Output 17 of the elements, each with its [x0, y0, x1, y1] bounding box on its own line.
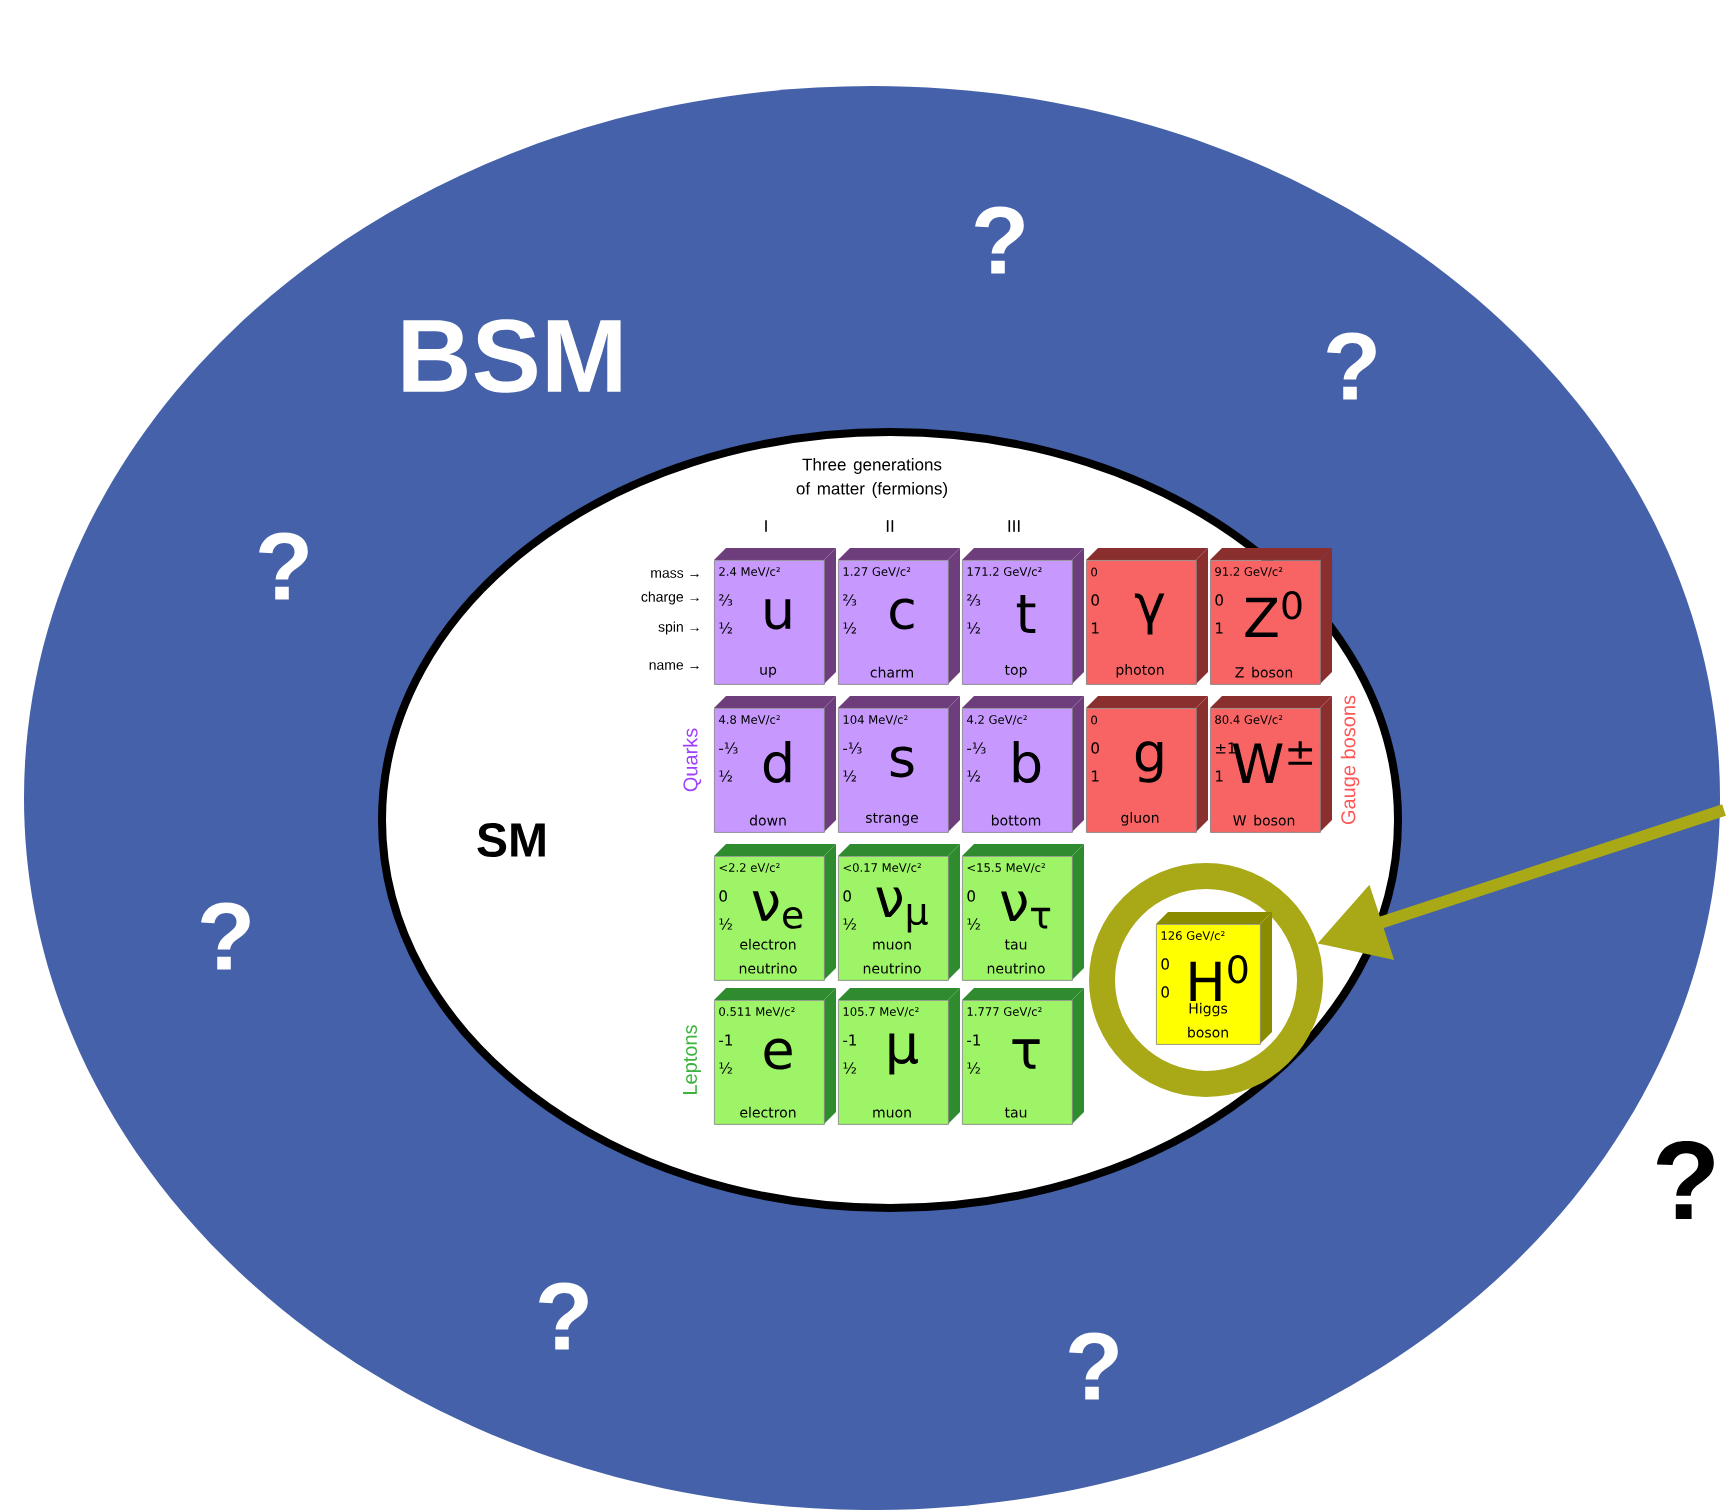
question-mark: ? — [975, 206, 1024, 274]
highlight-ring — [1089, 863, 1323, 1097]
group-label: Leptons — [683, 1025, 701, 1094]
heading: Three generations of matter (fermions) — [796, 458, 948, 498]
generation-label: II — [886, 520, 894, 532]
question-mark: ? — [1069, 1332, 1118, 1400]
ellipse-label: BSM — [403, 319, 621, 393]
question-mark: ? — [1327, 332, 1376, 400]
ellipse-label: SM — [477, 823, 545, 857]
group-label: Gauge bosons — [1340, 695, 1360, 825]
generation-label: I — [765, 520, 767, 532]
question-mark: ? — [259, 532, 308, 600]
question-mark: ? — [1656, 1140, 1714, 1220]
question-mark: ? — [539, 1282, 588, 1350]
group-label: Quarks — [682, 728, 702, 792]
generation-label: III — [1008, 520, 1020, 532]
question-mark: ? — [201, 902, 250, 970]
